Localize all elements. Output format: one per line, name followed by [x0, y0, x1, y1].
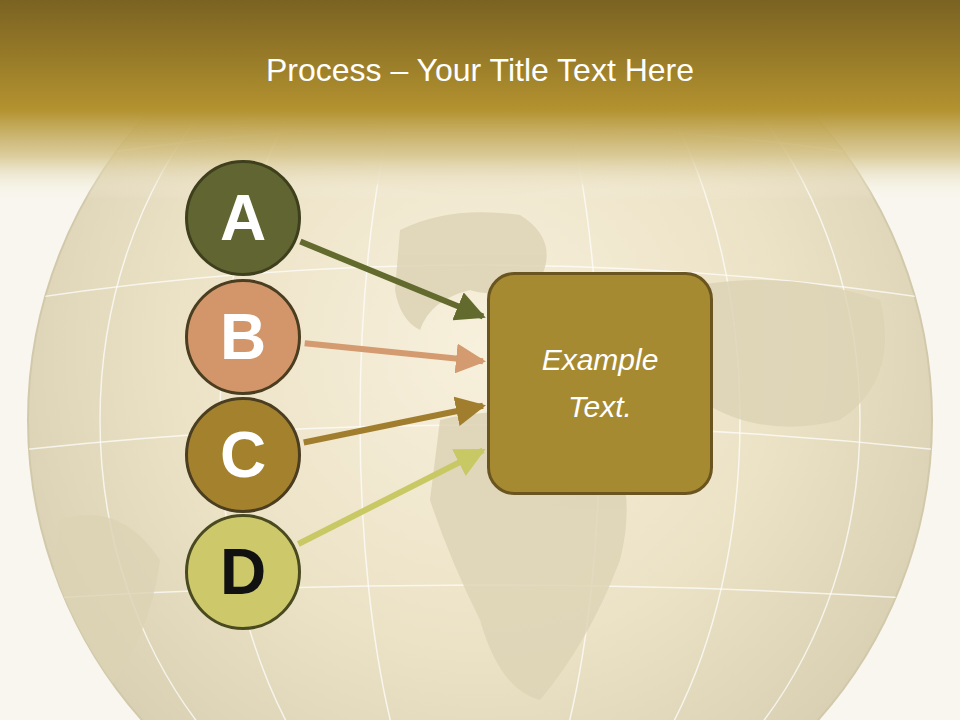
slide-title: Process – Your Title Text Here [0, 52, 960, 89]
step-circle: C [185, 397, 301, 513]
box-text: Example Text. [510, 337, 690, 430]
arrow-connector [304, 406, 483, 443]
arrow-connector [305, 343, 483, 361]
box-outline [487, 272, 713, 495]
step-circle: D [185, 514, 301, 630]
step-circle: A [185, 160, 301, 276]
arrow-connector [298, 450, 483, 544]
step-circle: B [185, 279, 301, 395]
step-letter: B [220, 305, 266, 369]
step-letter: A [220, 186, 266, 250]
step-letter: D [220, 540, 266, 604]
arrow-connector [300, 242, 483, 317]
step-letter: C [220, 423, 266, 487]
process-box: Example Text. [487, 272, 713, 495]
